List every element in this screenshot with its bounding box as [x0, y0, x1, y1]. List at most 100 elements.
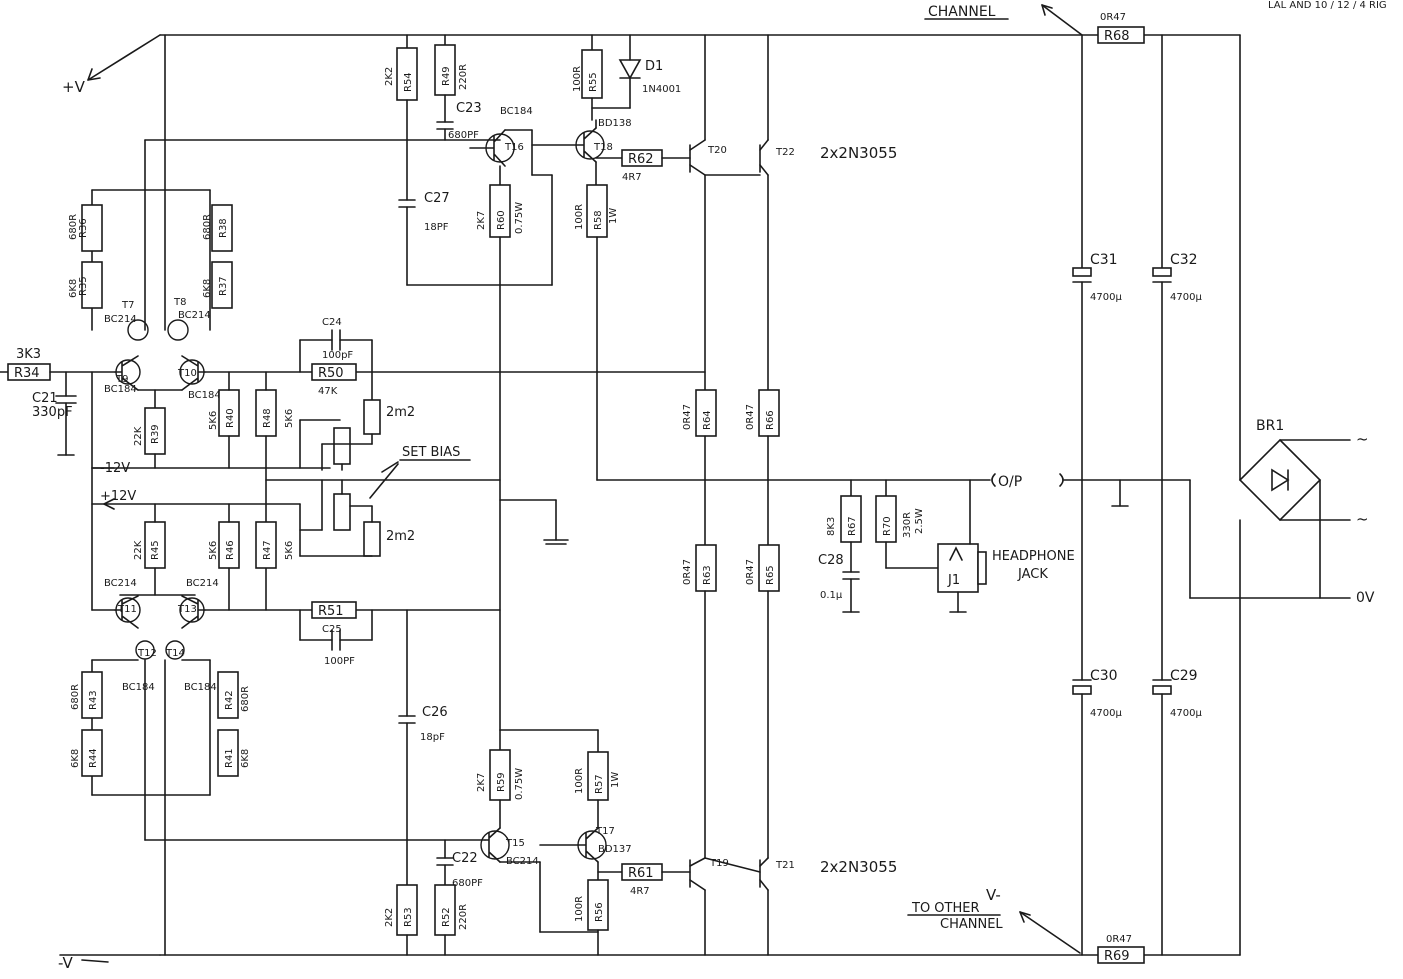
r57-value: 100R: [574, 768, 585, 794]
r50-value: 47K: [318, 386, 338, 397]
psu-capacitors: C31 4700µ C30 4700µ C32 4700µ C29 4700µ …: [1072, 12, 1202, 964]
resistor-r35: [81, 261, 103, 309]
r42-value: 680R: [240, 686, 251, 712]
c21-ref: C21: [32, 391, 58, 406]
r54-ref: R54: [403, 72, 414, 92]
r52-value: 220R: [458, 904, 469, 930]
t22-ref: T22: [775, 147, 795, 158]
c27-value: 18PF: [424, 222, 449, 233]
c24-value: 100pF: [322, 350, 353, 361]
r59-ref: R59: [496, 772, 507, 792]
r35-ref: R35: [78, 276, 89, 296]
r40-value: 5K6: [208, 411, 219, 430]
t18-type: BD138: [598, 118, 632, 129]
r69-value: 0R47: [1106, 934, 1132, 945]
c31-value: 4700µ: [1090, 292, 1122, 303]
j1-ref: J1: [947, 573, 960, 588]
lower-vas: C26 18pF R53 2K2 R59 2K7 0.75W R57 100R …: [384, 609, 691, 956]
c32-value: 4700µ: [1170, 292, 1202, 303]
input-stage: R34 3K3 C21 330pF: [0, 347, 116, 456]
r45-value: 22K: [133, 540, 144, 560]
resistor-r68: [1097, 26, 1145, 44]
r53-ref: R53: [403, 907, 414, 927]
c30-ref: C30: [1090, 668, 1118, 684]
top-channel-text: CHANNEL: [928, 4, 996, 20]
r60-value: 2K7: [476, 211, 487, 230]
upper-diff-pair: R36 680R R35 6K8 R38 680R R37 6K8 T7 BC2…: [68, 34, 501, 476]
resistor-r63: [695, 544, 717, 592]
c25-value: 100PF: [324, 656, 355, 667]
resistor-r66: [758, 389, 780, 437]
r67-ref: R67: [847, 516, 858, 536]
c23-ref: C23: [456, 101, 482, 116]
r44-ref: R44: [88, 748, 99, 768]
r59-rating: 0.75W: [514, 768, 525, 800]
r41-ref: R41: [224, 748, 235, 768]
r53-value: 2K2: [384, 908, 395, 927]
r43-value: 680R: [70, 684, 81, 710]
t12-type: BC184: [122, 682, 155, 693]
d1-ref: D1: [645, 59, 663, 74]
r47-value: 5K6: [284, 541, 295, 560]
r68-value: 0R47: [1100, 12, 1126, 23]
resistor-r47: [255, 521, 277, 569]
resistor-r38: [211, 204, 233, 252]
resistor-r42: [217, 671, 239, 719]
r48-value: 5K6: [284, 409, 295, 428]
top-right-note: LAL AND 10 / 12 / 4 RIG: [1268, 0, 1387, 11]
rail-wires: [59, 34, 1241, 956]
c22-value: 680PF: [452, 878, 483, 889]
top-channel-label: CHANNEL LAL AND 10 / 12 / 4 RIG: [924, 0, 1387, 36]
r52-ref: R52: [441, 907, 452, 927]
jack-text-1: HEADPHONE: [992, 549, 1075, 564]
bias-network: 2m2 SET BIAS 2m2: [265, 371, 501, 557]
r34-value: 3K3: [16, 347, 41, 362]
r69-ref: R69: [1104, 949, 1130, 964]
c28-value: 0.1µ: [820, 590, 843, 601]
t17-type: BD137: [598, 844, 632, 855]
neg-tag: V-: [986, 886, 1001, 904]
r60-ref: R60: [496, 210, 507, 230]
r51-ref: R51: [318, 604, 344, 619]
c24-ref: C24: [322, 317, 342, 328]
t14-type: BC184: [184, 682, 217, 693]
r64-ref: R64: [702, 410, 713, 430]
jack-text-2: JACK: [1017, 567, 1048, 582]
r44-value: 6K8: [70, 749, 81, 768]
center-ground: +12V: [91, 489, 569, 545]
r40-ref: R40: [225, 408, 236, 428]
r41-value: 6K8: [240, 749, 251, 768]
ac1-label: ~: [1356, 430, 1369, 448]
r58-ref: R58: [593, 210, 604, 230]
upper-vas: R54 2K2 C27 18PF R49 220R C23 680PF T16 …: [384, 34, 991, 731]
c27-ref: C27: [424, 191, 450, 206]
bottom-channel-label: V- TO OTHER CHANNEL: [907, 886, 1081, 954]
feedback-network: R40 5K6 R48 5K6 C24 100pF R50 47K: [204, 317, 706, 611]
r61-value: 4R7: [630, 886, 650, 897]
resistor-r64: [695, 389, 717, 437]
c28-ref: C28: [818, 553, 844, 568]
r55-value: 100R: [572, 66, 583, 92]
r57-rating: 1W: [610, 772, 621, 788]
r36-ref: R36: [78, 218, 89, 238]
r70-value: 330R: [902, 512, 913, 538]
t11-type: BC214: [104, 578, 137, 589]
r36-value: 680R: [68, 214, 79, 240]
t21-ref: T21: [775, 860, 795, 871]
t14-ref: T14: [165, 648, 185, 659]
r54-value: 2K2: [384, 67, 395, 86]
c23-value: 680PF: [448, 130, 479, 141]
r56-ref: R56: [594, 902, 605, 922]
t9-ref: T9: [115, 374, 128, 385]
zero-volt-label: 0V: [1356, 590, 1375, 606]
d1-type: 1N4001: [642, 84, 681, 95]
pot-lower-value: 2m2: [386, 529, 415, 544]
pot-upper: [363, 399, 381, 435]
t8-type: BC214: [178, 310, 211, 321]
positive-rail-label: +V: [62, 78, 86, 96]
pos12-label: +12V: [100, 489, 136, 504]
c21-value: 330pF: [32, 405, 73, 420]
r58-value: 100R: [574, 204, 585, 230]
r42-ref: R42: [224, 690, 235, 710]
transistor-t12: [135, 640, 155, 660]
